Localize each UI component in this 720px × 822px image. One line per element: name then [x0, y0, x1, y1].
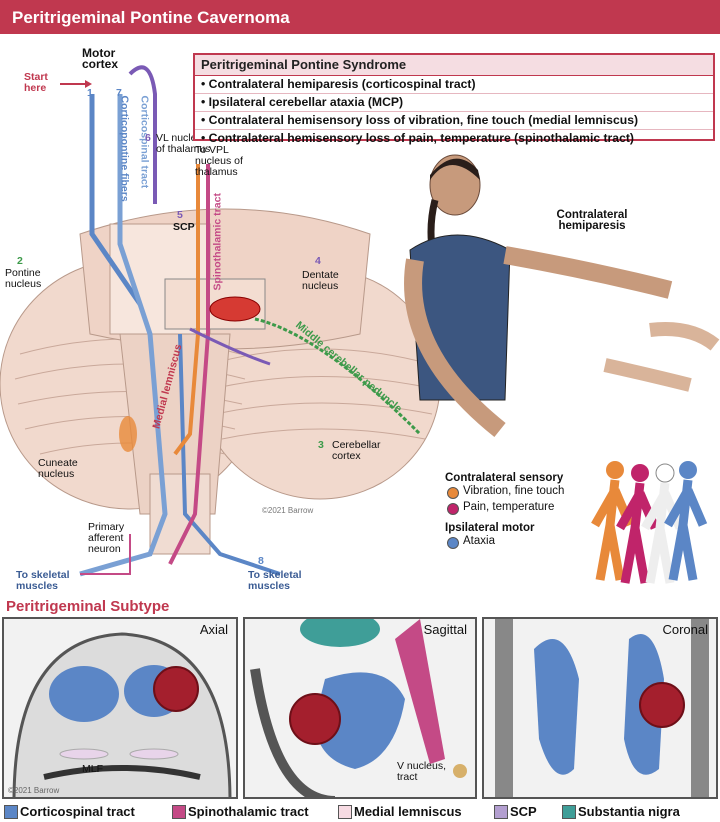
syndrome-item: • Contralateral hemisensory loss of pain… [201, 131, 634, 145]
axial-drawing [12, 632, 232, 797]
sagittal-label: Sagittal [423, 622, 467, 637]
axial-panel: Axial MLF ©2021 Barrow [2, 617, 238, 799]
step-2: 2 [17, 255, 23, 267]
mcp-path [254, 317, 422, 436]
hemiparesis-label: Contralateral hemiparesis [556, 209, 628, 232]
body-figures [591, 461, 708, 584]
step-7: 7 [116, 87, 122, 99]
motor-heading: Ipsilateral motor [445, 522, 535, 534]
step-5: 5 [177, 209, 183, 221]
primary-afferent-label: Primary afferent neuron [88, 521, 125, 555]
start-arrowhead [85, 80, 92, 88]
syndrome-heading: Peritrigeminal Pontine Syndrome [195, 55, 713, 76]
legend-vibration: Vibration, fine touch [445, 484, 595, 500]
vpl-tract [173, 164, 200, 456]
coronal-panel: Coronal [482, 617, 718, 799]
sagittal-panel: Sagittal V nucleus, tract [243, 617, 477, 799]
step-4: 4 [315, 255, 321, 267]
cuneate-nucleus-shape [119, 416, 137, 452]
spinothalamic-path [168, 164, 210, 565]
to-skeletal-left-label: To skeletal muscles [16, 569, 70, 592]
afferent-path [80, 534, 131, 575]
corticospinal-tract [79, 94, 168, 577]
dentate-path [189, 327, 271, 366]
copyright-main: ©2021 Barrow [262, 506, 314, 515]
spinothalamic-label: Spinothalamic tract [211, 193, 224, 291]
corticopontine-label: Corticopontine fibers [118, 95, 131, 202]
to-skeletal-right-label: To skeletal muscles [248, 569, 302, 592]
cavernoma-lesion [209, 296, 261, 322]
page-title: Peritrigeminal Pontine Cavernoma [12, 8, 290, 27]
title-bar: Peritrigeminal Pontine Cavernoma [0, 0, 720, 34]
cuneate-label: Cuneate nucleus [38, 457, 78, 480]
step-8: 8 [258, 555, 264, 567]
step-3: 3 [318, 439, 324, 451]
corticopontine-fibers [89, 94, 143, 306]
legend-pain: Pain, temperature [445, 500, 595, 516]
patient-head [429, 154, 481, 216]
patient-illustration [404, 154, 720, 438]
pontine-nucleus-label: Pontine nucleus [5, 267, 42, 290]
sensory-heading: Contralateral sensory [445, 472, 564, 484]
axial-label: Axial [199, 622, 228, 637]
brainstem-illustration [0, 65, 441, 577]
tract-legend: Corticospinal tract Spinothalamic tract … [0, 802, 720, 822]
vl-label: VL nucleus of thalamus [156, 132, 211, 155]
coronal-drawing [495, 619, 709, 797]
examiner-hand-1 [649, 322, 720, 351]
start-here-label: Start here [24, 71, 48, 94]
syndrome-item: • Contralateral hemisensory loss of vibr… [195, 112, 713, 130]
syndrome-item: • Ipsilateral cerebellar ataxia (MCP) [195, 94, 713, 112]
legend-ataxia: Ataxia [445, 534, 595, 550]
mlf-label: MLF [82, 763, 103, 775]
copyright-axial: ©2021 Barrow [8, 786, 60, 795]
examiner-hand-2 [603, 358, 692, 392]
step-6: 6 [145, 132, 151, 144]
syndrome-item: • Contralateral hemiparesis (corticospin… [195, 76, 713, 94]
step-1: 1 [87, 87, 93, 99]
patient-hair [430, 158, 480, 180]
subtype-title: Peritrigeminal Subtype [6, 598, 170, 615]
vl-tract [128, 65, 157, 204]
scp-label: SCP [173, 221, 195, 233]
syndrome-box: Peritrigeminal Pontine Syndrome • Contra… [193, 53, 715, 145]
sagittal-drawing [250, 619, 467, 797]
patient-right-arm [503, 246, 673, 299]
motor-cortex-label: Motor cortex [82, 46, 119, 71]
dentate-label: Dentate nucleus [302, 269, 339, 292]
corticospinal-label: Corticospinal tract [138, 95, 151, 189]
sensory-motor-legend: Contralateral sensory Vibration, fine to… [445, 472, 595, 582]
coronal-label: Coronal [662, 622, 708, 637]
v-nucleus-label: V nucleus, tract [397, 760, 447, 783]
vpl-label: To VPL nucleus of thalamus [195, 144, 243, 178]
cerebellar-cortex-label: Cerebellar cortex [332, 439, 381, 462]
return-tract [178, 333, 281, 576]
patient-left-arm [404, 258, 506, 438]
medulla [119, 333, 231, 515]
